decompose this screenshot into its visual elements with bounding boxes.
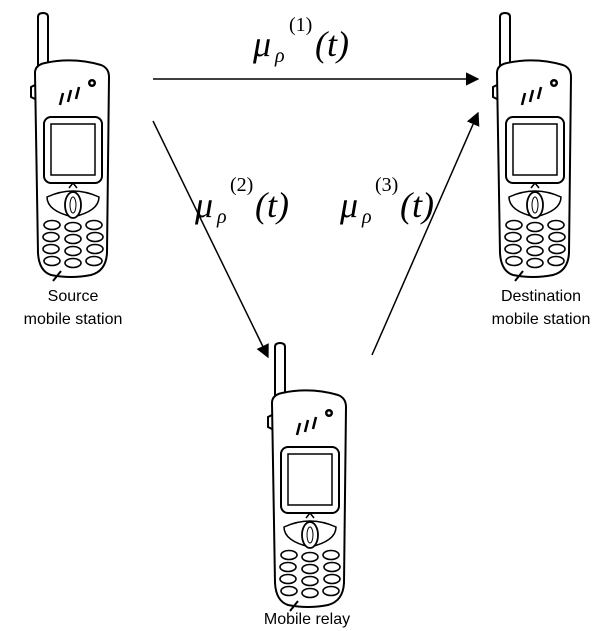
link-3-label: μ ρ (3) (t): [339, 174, 434, 228]
link-3-subscript: ρ: [361, 206, 372, 228]
link-3-symbol: μ: [339, 185, 358, 225]
link-1-subscript: ρ: [274, 45, 285, 67]
link-1-symbol: μ: [252, 24, 271, 64]
relay-label: Mobile relay: [264, 611, 350, 628]
link-2-symbol: μ: [194, 185, 213, 225]
source-label-line2: mobile station: [24, 311, 123, 328]
link-2-argument: (t): [255, 185, 289, 225]
destination-phone-icon: [491, 11, 573, 283]
link-2-index: (2): [230, 174, 253, 196]
source-label-line1: Source: [48, 288, 99, 305]
source-phone-icon: [29, 11, 111, 283]
destination-label-line2: mobile station: [492, 311, 591, 328]
relay-phone-icon: [266, 341, 348, 613]
link-arrow-source-relay: [152, 120, 269, 359]
link-3-argument: (t): [400, 185, 434, 225]
link-2-label: μ ρ (2) (t): [194, 174, 289, 228]
destination-label-line1: Destination: [501, 288, 581, 305]
link-3-index: (3): [375, 174, 398, 196]
link-2-subscript: ρ: [216, 206, 227, 228]
link-1-label: μ ρ (1) (t): [252, 14, 349, 67]
link-1-argument: (t): [315, 24, 349, 64]
link-1-index: (1): [289, 14, 312, 36]
link-arrow-relay-destination: [371, 111, 480, 356]
